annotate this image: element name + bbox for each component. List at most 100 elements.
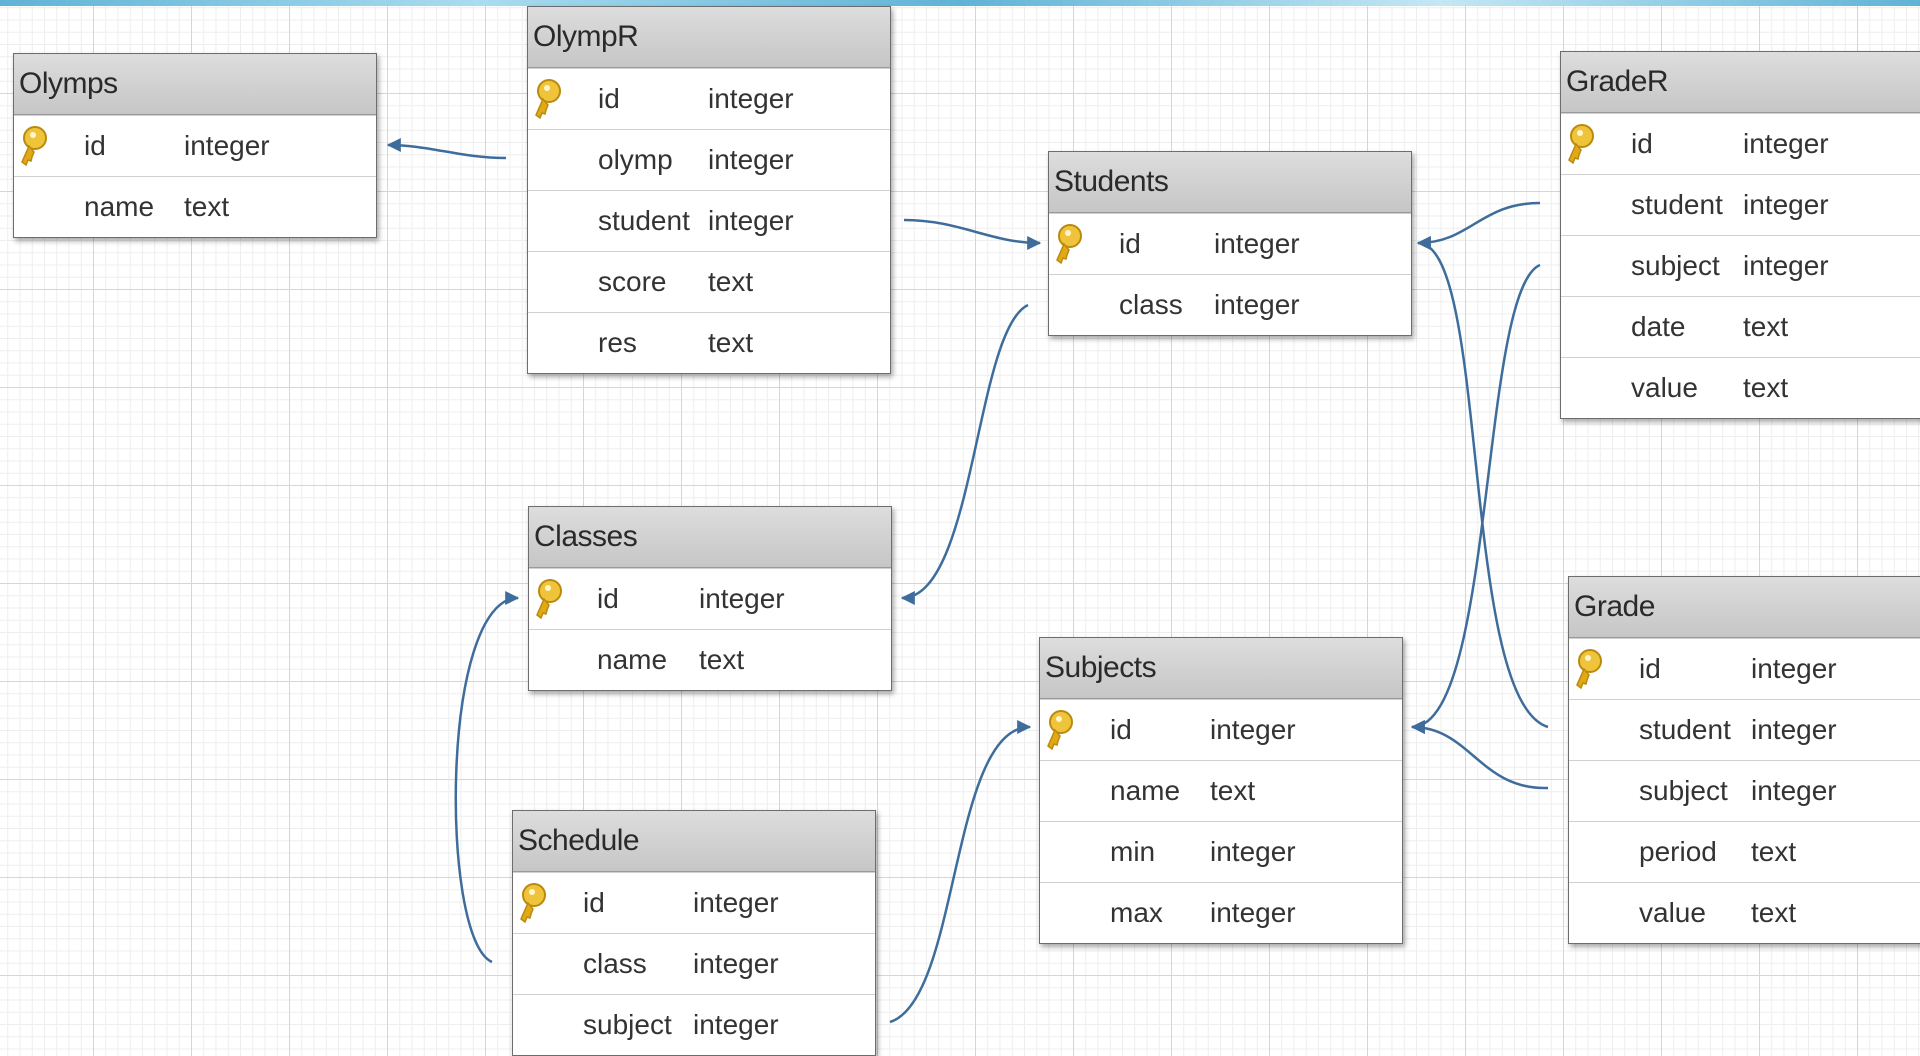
link-olympr-student-to-students [903,218,1042,250]
key-icon [531,77,567,121]
table-students[interactable]: Students id integer class integer [1048,151,1412,336]
field-name: id [84,130,106,161]
field-type: integer [1751,714,1837,745]
field-type: integer [1210,714,1296,745]
field-name: id [1119,228,1141,259]
field-type: text [708,266,754,297]
field-row-period[interactable]: period text [1569,821,1920,882]
field-row-subject[interactable]: subject integer [1569,760,1920,821]
field-type: integer [1751,775,1837,806]
table-olymps[interactable]: Olymps id integer name text [13,53,377,238]
field-row-res[interactable]: res text [528,312,890,373]
field-type: text [708,327,754,358]
table-title: Subjects [1040,638,1402,699]
field-type: integer [1210,836,1296,867]
field-name: id [1631,128,1653,159]
field-type: integer [1751,653,1837,684]
table-schedule[interactable]: Schedule id integer class integer subjec… [512,810,876,1056]
field-type: integer [693,1009,779,1040]
field-row-id[interactable]: id integer [513,872,875,933]
table-title: Students [1049,152,1411,213]
field-name: value [1631,372,1698,403]
field-type: integer [693,887,779,918]
key-icon [1572,647,1608,691]
link-schedule-class-to-classes [454,591,520,964]
field-row-student[interactable]: student integer [528,190,890,251]
field-row-student[interactable]: student integer [1569,699,1920,760]
field-type: text [1751,897,1797,928]
field-type: integer [1743,189,1829,220]
field-row-value[interactable]: value text [1569,882,1920,943]
field-type: integer [1743,128,1829,159]
field-type: integer [1743,250,1829,281]
field-type: integer [1214,289,1300,320]
field-name: subject [583,1009,672,1040]
field-row-date[interactable]: date text [1561,296,1920,357]
table-title: Classes [529,507,891,568]
field-name: student [1631,189,1723,220]
field-name: student [1639,714,1731,745]
field-name: id [583,887,605,918]
field-name: class [1119,289,1183,320]
field-name: name [1110,775,1181,806]
field-name: class [583,948,647,979]
key-icon [1564,122,1600,166]
field-name: max [1110,897,1163,928]
field-row-subject[interactable]: subject integer [1561,235,1920,296]
field-row-olymp[interactable]: olymp integer [528,129,890,190]
field-row-name[interactable]: name text [14,176,376,237]
key-icon [516,881,552,925]
field-row-id[interactable]: id integer [528,68,890,129]
field-type: text [1210,775,1256,806]
field-type: integer [184,130,270,161]
field-type: text [1743,372,1789,403]
link-grade-student-to-students [1416,236,1549,729]
field-row-id[interactable]: id integer [1561,113,1920,174]
link-grade-subject-to-subjects [1410,720,1549,790]
key-icon [1043,708,1079,752]
field-name: value [1639,897,1706,928]
field-row-id[interactable]: id integer [1569,638,1920,699]
table-olympr[interactable]: OlympR id integer olymp integer student … [527,6,891,374]
field-row-subject[interactable]: subject integer [513,994,875,1055]
field-row-id[interactable]: id integer [1040,699,1402,760]
field-row-value[interactable]: value text [1561,357,1920,418]
link-olympr-olymp-to-olymps [386,138,507,160]
field-row-id[interactable]: id integer [1049,213,1411,274]
field-type: integer [708,144,794,175]
table-classes[interactable]: Classes id integer name text [528,506,892,691]
field-name: date [1631,311,1686,342]
field-row-min[interactable]: min integer [1040,821,1402,882]
field-type: integer [708,83,794,114]
table-title: Schedule [513,811,875,872]
field-name: min [1110,836,1156,867]
field-name: period [1639,836,1717,867]
field-row-name[interactable]: name text [1040,760,1402,821]
field-row-id[interactable]: id integer [14,115,376,176]
field-name: score [598,266,667,297]
field-row-score[interactable]: score text [528,251,890,312]
field-row-class[interactable]: class integer [513,933,875,994]
field-type: text [1743,311,1789,342]
field-row-max[interactable]: max integer [1040,882,1402,943]
table-title: Grade [1569,577,1920,638]
field-name: id [1639,653,1661,684]
key-icon [532,577,568,621]
field-name: id [598,83,620,114]
link-grader-student-to-students [1416,201,1541,250]
field-row-id[interactable]: id integer [529,568,891,629]
field-name: res [598,327,637,358]
field-row-class[interactable]: class integer [1049,274,1411,335]
field-row-student[interactable]: student integer [1561,174,1920,235]
field-type: text [184,191,230,222]
link-students-class-to-classes [900,303,1029,605]
field-type: integer [1210,897,1296,928]
table-grade[interactable]: Grade id integer student integer subject… [1568,576,1920,944]
table-subjects[interactable]: Subjects id integer name text min intege… [1039,637,1403,944]
field-name: id [1110,714,1132,745]
field-name: student [598,205,690,236]
table-grader[interactable]: GradeR id integer student integer subjec… [1560,51,1920,419]
field-row-name[interactable]: name text [529,629,891,690]
